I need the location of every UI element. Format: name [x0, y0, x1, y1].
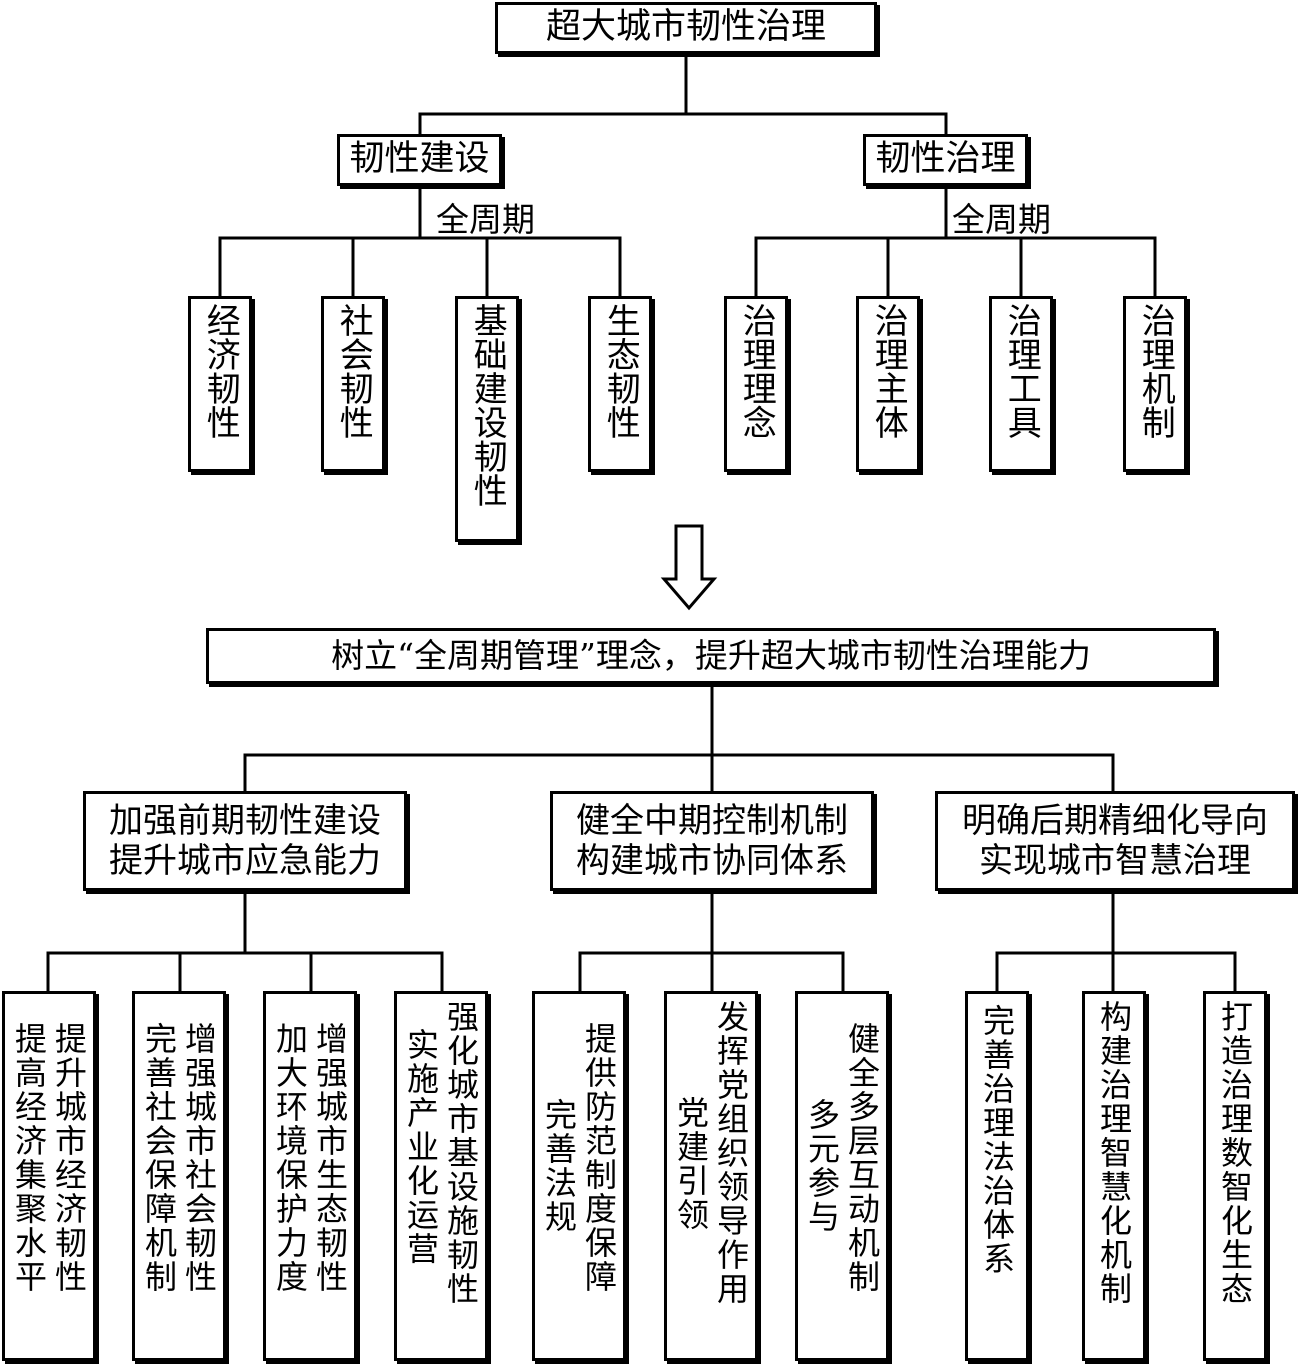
item-text: 基础建设韧性 — [467, 303, 508, 507]
item-text: 生态韧性 — [600, 303, 641, 439]
sub-item-col1: 健全多层互动机制 — [843, 1022, 881, 1294]
sub-item-box: 增强城市社会韧性 完善社会保障机制 — [132, 991, 226, 1361]
pillar-box-early: 加强前期韧性建设 提升城市应急能力 — [83, 791, 407, 891]
branch-title: 韧性建设 — [349, 139, 490, 180]
sub-item-box: 增强城市生态韧性 加大环境保护力度 — [263, 991, 357, 1361]
sub-item-col2: 实施产业化运营 — [402, 1028, 440, 1266]
item-box-mechanism: 治理机制 — [1123, 296, 1187, 472]
pillar-line: 明确后期精细化导向 — [962, 800, 1268, 841]
central-title: 树立“全周期管理”理念，提升超大城市韧性治理能力 — [331, 635, 1091, 675]
item-box-concept: 治理理念 — [724, 296, 788, 472]
sub-item-col1: 增强城市生态韧性 — [311, 1022, 349, 1294]
cycle-label: 全周期 — [952, 200, 1051, 239]
item-text: 经济韧性 — [200, 303, 241, 439]
down-arrow-icon — [660, 524, 718, 611]
item-box-social: 社会韧性 — [321, 296, 385, 472]
pillar-line: 提升城市应急能力 — [109, 841, 381, 881]
item-box-ecological: 生态韧性 — [588, 296, 652, 472]
branch-box-resilience-governance: 韧性治理 — [863, 134, 1028, 186]
sub-item-col2: 完善法规 — [540, 1098, 578, 1234]
sub-item-box: 完善治理法治体系 — [965, 991, 1029, 1361]
sub-item-col1: 完善治理法治体系 — [978, 1004, 1016, 1276]
sub-item-col2: 完善社会保障机制 — [140, 1022, 178, 1294]
sub-item-col2: 加大环境保护力度 — [271, 1022, 309, 1294]
item-box-subject: 治理主体 — [856, 296, 920, 472]
sub-item-col2: 党建引领 — [672, 1096, 710, 1232]
pillar-line: 健全中期控制机制 — [576, 800, 848, 841]
item-box-tools: 治理工具 — [989, 296, 1053, 472]
pillar-box-mid: 健全中期控制机制 构建城市协同体系 — [550, 791, 874, 891]
branch-title: 韧性治理 — [875, 139, 1016, 180]
root-title: 超大城市韧性治理 — [545, 7, 826, 48]
pillar-box-late: 明确后期精细化导向 实现城市智慧治理 — [935, 791, 1295, 891]
cycle-label: 全周期 — [436, 200, 535, 239]
sub-item-col1: 构建治理智慧化机制 — [1095, 1000, 1133, 1306]
item-box-infrastructure: 基础建设韧性 — [455, 296, 519, 542]
sub-item-box: 强化城市基设施韧性 实施产业化运营 — [394, 991, 488, 1361]
sub-item-col2: 多元参与 — [803, 1098, 841, 1234]
pillar-line: 构建城市协同体系 — [576, 841, 848, 881]
item-text: 治理机制 — [1135, 303, 1176, 439]
item-text: 治理工具 — [1001, 303, 1042, 439]
root-box: 超大城市韧性治理 — [495, 2, 877, 54]
item-text: 治理理念 — [736, 303, 777, 439]
pillar-line: 加强前期韧性建设 — [109, 800, 381, 841]
central-box: 树立“全周期管理”理念，提升超大城市韧性治理能力 — [206, 628, 1216, 684]
sub-item-box: 提供防范制度保障 完善法规 — [532, 991, 626, 1361]
item-text: 治理主体 — [868, 303, 909, 439]
sub-item-box: 提升城市经济韧性 提高经济集聚水平 — [2, 991, 96, 1361]
sub-item-box: 发挥党组织领导作用 党建引领 — [664, 991, 758, 1361]
branch-box-resilience-building: 韧性建设 — [337, 134, 502, 186]
sub-item-col1: 提升城市经济韧性 — [50, 1022, 88, 1294]
sub-item-box: 健全多层互动机制 多元参与 — [795, 991, 889, 1361]
item-text: 社会韧性 — [333, 303, 374, 439]
sub-item-col1: 增强城市社会韧性 — [180, 1022, 218, 1294]
sub-item-box: 构建治理智慧化机制 — [1082, 991, 1146, 1361]
pillar-line: 实现城市智慧治理 — [979, 841, 1251, 881]
sub-item-col1: 打造治理数智化生态 — [1216, 1000, 1254, 1306]
sub-item-col1: 强化城市基设施韧性 — [442, 1000, 480, 1306]
item-box-economic: 经济韧性 — [188, 296, 252, 472]
sub-item-col1: 发挥党组织领导作用 — [712, 1000, 750, 1306]
sub-item-col2: 提高经济集聚水平 — [10, 1022, 48, 1294]
sub-item-col1: 提供防范制度保障 — [580, 1022, 618, 1294]
sub-item-box: 打造治理数智化生态 — [1203, 991, 1267, 1361]
